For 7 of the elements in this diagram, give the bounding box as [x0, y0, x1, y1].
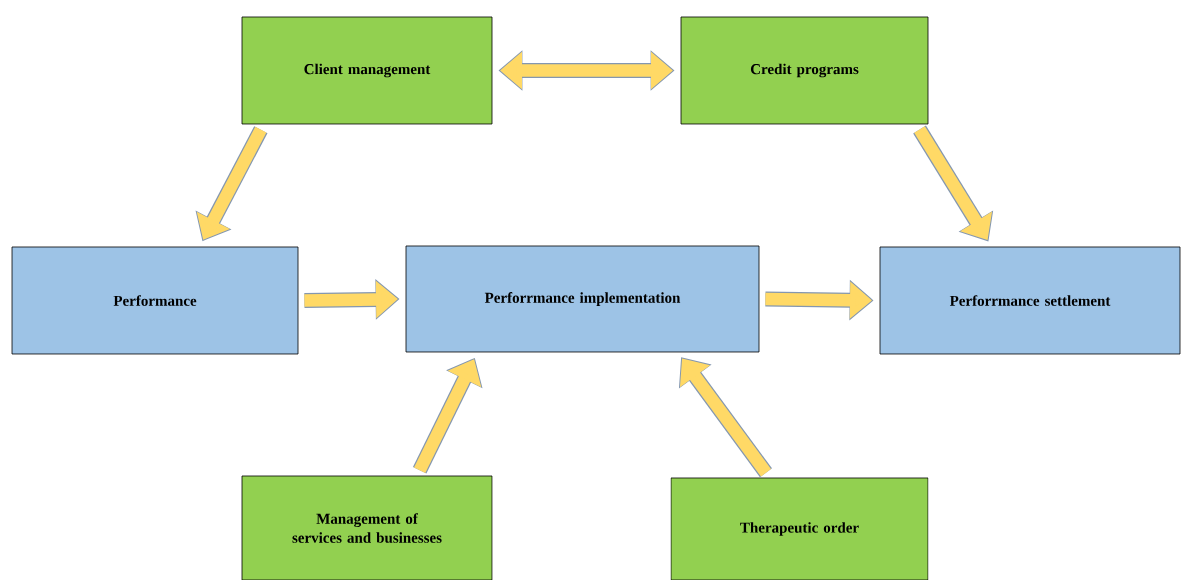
process-box: Performance [11, 246, 299, 355]
process-box: Management of services and businesses [241, 475, 493, 580]
process-box: Therapeutic order [670, 477, 929, 580]
process-box: Credit programs [680, 16, 929, 125]
process-box: Perforrmance implementation [405, 245, 760, 353]
process-box: Perforrmance settlement [879, 246, 1181, 355]
process-box: Client management [241, 16, 493, 125]
